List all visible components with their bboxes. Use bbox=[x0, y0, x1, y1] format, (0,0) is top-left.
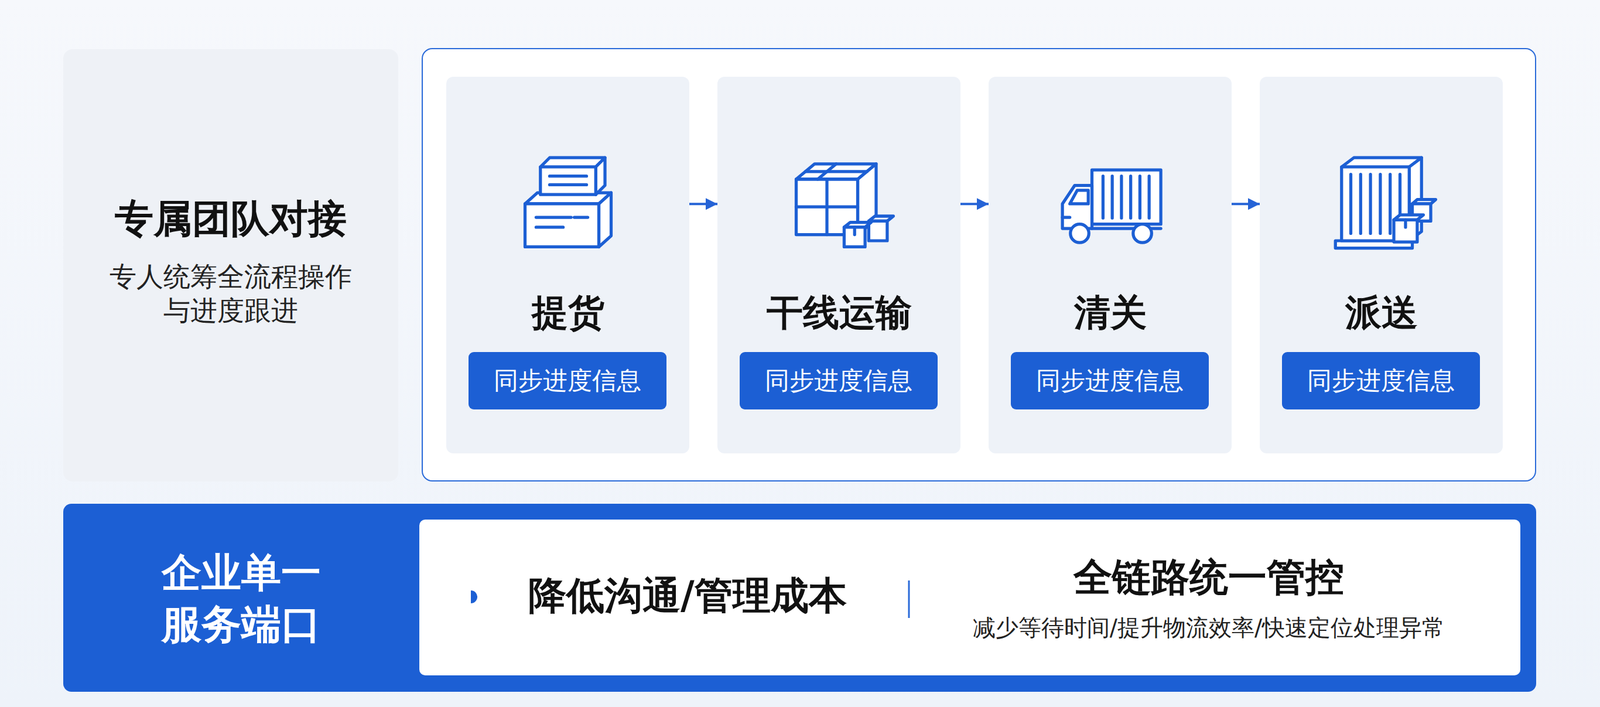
icon-stroke bbox=[1137, 176, 1141, 218]
icon-frame bbox=[777, 142, 901, 266]
icon-stroke bbox=[1388, 174, 1392, 234]
icon-stroke bbox=[1091, 169, 1161, 224]
icon-stroke bbox=[1393, 219, 1418, 242]
icon-frame bbox=[506, 142, 630, 266]
step-icon bbox=[795, 163, 894, 248]
button-label: 同步进度信息 bbox=[739, 351, 938, 410]
panel-heading: 专属团队对接 bbox=[63, 193, 399, 245]
icon-stroke bbox=[1147, 176, 1151, 218]
icon-stroke bbox=[598, 192, 611, 247]
step-card: 派送同步进度信息 bbox=[1259, 76, 1503, 454]
icon-frame bbox=[1320, 142, 1444, 266]
button-label: 同步进度信息 bbox=[1010, 351, 1209, 410]
status-button: 同步进度信息 bbox=[1010, 351, 1209, 410]
icon-stroke bbox=[1358, 174, 1362, 234]
icon-stroke bbox=[1119, 176, 1123, 218]
status-button: 同步进度信息 bbox=[468, 351, 667, 410]
service-band: 企业单一服务端口 降低沟通/管理成本 全链路统一管控减少等待时间/提升物流效率/快速… bbox=[63, 503, 1537, 692]
status-button: 同步进度信息 bbox=[739, 351, 938, 410]
button-label: 同步进度信息 bbox=[468, 351, 667, 410]
icon-stroke bbox=[843, 227, 866, 248]
icon-stroke bbox=[1062, 215, 1070, 219]
step-title: 提货 bbox=[446, 289, 690, 337]
icon-stroke bbox=[1101, 176, 1104, 218]
icon-stroke bbox=[1378, 174, 1382, 234]
icon-stroke bbox=[535, 225, 563, 229]
step-icon bbox=[1335, 157, 1436, 248]
icon-stroke bbox=[549, 174, 587, 178]
icon-stroke bbox=[549, 183, 587, 187]
bullet-dot bbox=[470, 590, 478, 604]
icon-stroke bbox=[573, 215, 588, 219]
band-title: 企业单一服务端口 bbox=[157, 546, 326, 651]
step-card: 清关同步进度信息 bbox=[988, 76, 1232, 454]
benefit-text: 降低沟通/管理成本 bbox=[528, 571, 847, 621]
icon-stroke bbox=[817, 163, 837, 180]
step-icon bbox=[524, 157, 611, 247]
flow-arrow bbox=[960, 202, 989, 205]
status-button: 同步进度信息 bbox=[1281, 351, 1480, 410]
icon-frame bbox=[1048, 142, 1172, 266]
flow-arrow bbox=[1231, 202, 1260, 205]
step-title: 派送 bbox=[1259, 289, 1503, 337]
step-card: 提货同步进度信息 bbox=[446, 76, 690, 454]
icon-stroke bbox=[1368, 174, 1372, 234]
icon-stroke bbox=[524, 203, 599, 248]
benefit-heading: 全链路统一管控 bbox=[915, 552, 1502, 603]
separator-line bbox=[908, 580, 911, 618]
icon-stroke bbox=[795, 205, 858, 209]
icon-stroke bbox=[805, 169, 867, 173]
text-region: 企业单一服务端口 bbox=[63, 503, 420, 692]
benefit-detail: 减少等待时间/提升物流效率/快速定位处理异常 bbox=[915, 613, 1502, 644]
icon-stroke bbox=[1403, 219, 1407, 228]
side-panel: 专属团队对接专人统筹全流程操作与进度跟进 bbox=[63, 49, 399, 482]
icon-stroke bbox=[1069, 224, 1089, 244]
step-card: 干线运输同步进度信息 bbox=[717, 76, 961, 454]
flow-arrow bbox=[689, 202, 718, 205]
step-title: 干线运输 bbox=[717, 289, 961, 337]
icon-stroke bbox=[1110, 176, 1114, 218]
benefit-box: 降低沟通/管理成本 全链路统一管控减少等待时间/提升物流效率/快速定位处理异常 bbox=[419, 519, 1521, 676]
icon-stroke bbox=[1129, 176, 1133, 218]
icon-stroke bbox=[852, 227, 856, 235]
icon-stroke bbox=[535, 215, 572, 219]
icon-stroke bbox=[1069, 190, 1089, 204]
step-title: 清关 bbox=[988, 289, 1232, 337]
icon-stroke bbox=[1348, 174, 1352, 234]
icon-stroke bbox=[539, 166, 596, 195]
icon-stroke bbox=[1062, 185, 1092, 229]
step-icon bbox=[1062, 169, 1161, 243]
icon-stroke bbox=[1132, 224, 1152, 244]
panel-body: 专人统筹全流程操作与进度跟进 bbox=[101, 260, 361, 328]
button-label: 同步进度信息 bbox=[1281, 351, 1480, 410]
